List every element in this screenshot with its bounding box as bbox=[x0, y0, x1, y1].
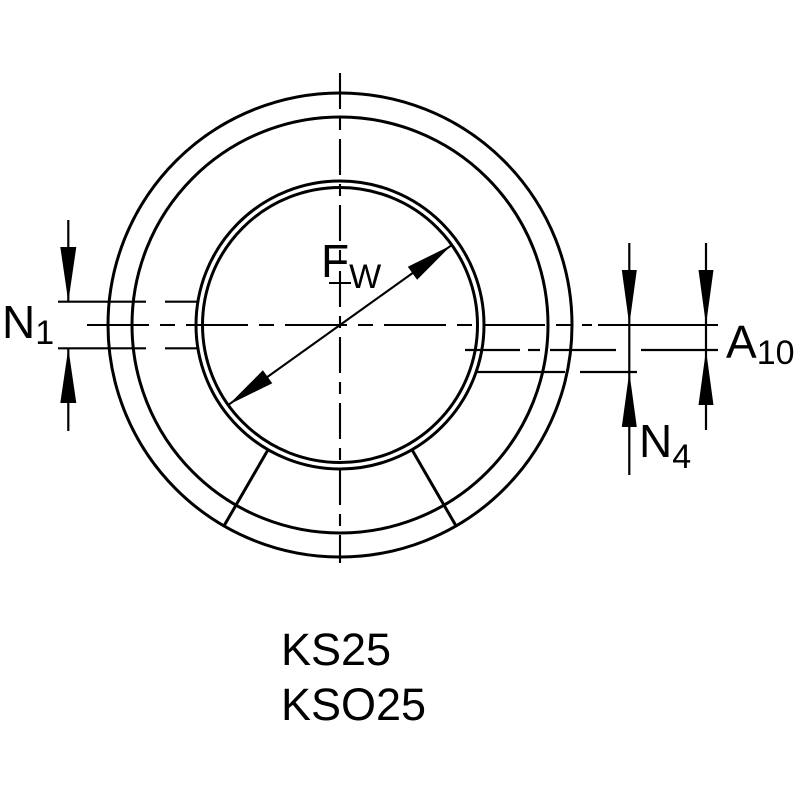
right-dimensions bbox=[465, 243, 718, 475]
bottom-slot-sector bbox=[222, 448, 458, 527]
dimension-a10 bbox=[698, 243, 714, 430]
n1-label-sub: 1 bbox=[35, 314, 54, 352]
a10-label: A10 bbox=[726, 316, 795, 372]
left-extension-lines bbox=[58, 300, 197, 350]
n4-label: N4 bbox=[639, 415, 691, 476]
n1-label: N1 bbox=[2, 296, 54, 352]
a10-label-base: A bbox=[726, 316, 757, 368]
a10-label-sub: 10 bbox=[757, 334, 795, 372]
bore-diameter-label-base: F bbox=[321, 235, 349, 287]
bore-diameter-label: FW bbox=[321, 235, 381, 296]
n4-label-base: N bbox=[639, 415, 672, 467]
dimension-arrow-up-icon bbox=[60, 348, 77, 403]
dimension-arrow-down-icon bbox=[621, 270, 637, 325]
sector-line-right bbox=[410, 448, 458, 527]
diameter-arrowhead-lower-icon bbox=[228, 370, 273, 405]
n1-label-base: N bbox=[2, 296, 35, 348]
dimension-n4 bbox=[621, 243, 637, 475]
dimension-arrow-up-icon bbox=[698, 350, 714, 405]
n4-label-sub: 4 bbox=[672, 438, 691, 476]
diameter-arrowhead-upper-icon bbox=[407, 245, 452, 280]
part-number-line2: KSO25 bbox=[281, 679, 426, 730]
dimension-arrow-down-icon bbox=[60, 247, 77, 302]
dimension-arrow-up-icon bbox=[621, 372, 637, 427]
bore-diameter-label-sub: W bbox=[349, 258, 381, 296]
bore-diameter-dimension bbox=[227, 244, 453, 406]
sector-line-left bbox=[222, 448, 270, 527]
left-dimension-n1 bbox=[58, 220, 197, 431]
dimension-arrow-down-icon bbox=[698, 270, 714, 325]
part-number-line1: KS25 bbox=[281, 624, 391, 675]
